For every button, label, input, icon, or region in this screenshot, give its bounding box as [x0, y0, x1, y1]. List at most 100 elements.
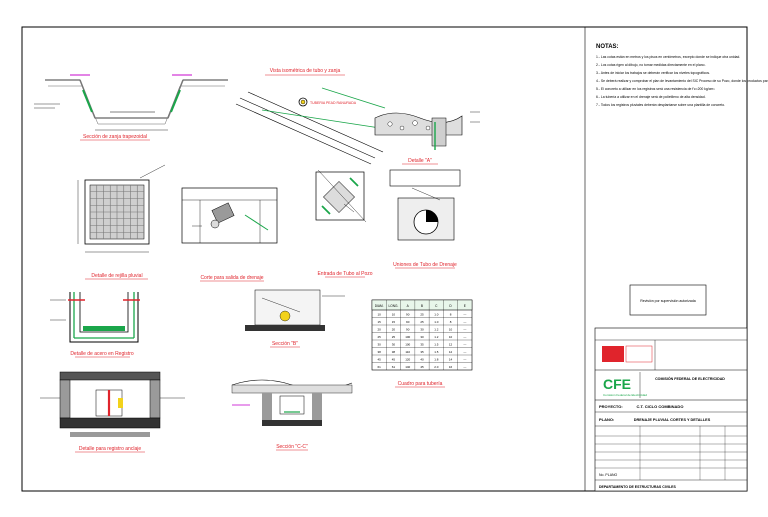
isometric-pipe-drawing: Vista isométrica de tubo y zanja TUBERIA…: [235, 68, 386, 165]
table-cell: —: [463, 335, 466, 339]
table-cell: 10: [449, 328, 453, 332]
table-header-cell: LONG.: [388, 304, 398, 308]
table-cell: 25: [420, 320, 424, 324]
table-cell: 10: [392, 313, 396, 317]
partner-logo-outline: [625, 345, 653, 363]
table-cell: 30: [392, 343, 396, 347]
table-cell: 30: [377, 343, 381, 347]
cfe-logo: CFE: [603, 376, 631, 392]
detail-a-drawing: [374, 111, 480, 150]
table-cell: 110: [405, 350, 410, 354]
registro-steel-drawing: [50, 292, 140, 343]
table-cell: —: [463, 365, 466, 369]
project-value: C.T. CICLO COMBINADO: [637, 404, 684, 409]
table-header-cell: A: [407, 304, 410, 308]
table-cell: 90: [406, 313, 410, 317]
table-cell: 120: [405, 358, 410, 362]
note-item: 4.- Se deberá realizar y comprobar el pl…: [596, 79, 768, 83]
table-cell: 100: [405, 343, 410, 347]
pipe-joint-drawing: [389, 169, 461, 241]
section-cc-drawing: [231, 379, 353, 426]
table-cell: 38: [392, 350, 396, 354]
table-cell: 1.2: [434, 328, 439, 332]
cfe-name: Comisión Federal de Electricidad: [603, 393, 647, 397]
label-vista-isometrica: Vista isométrica de tubo y zanja: [270, 68, 341, 74]
table-cell: —: [463, 343, 466, 347]
notes-list: 1.- Las cotas están en metros y los piso…: [596, 55, 768, 107]
label-seccion-cc: Sección "C-C": [276, 444, 308, 450]
table-cell: 12: [449, 350, 453, 354]
table-cell: —: [463, 328, 466, 332]
table-cell: 30: [420, 335, 424, 339]
table-cell: 1.0: [434, 313, 439, 317]
table-header-cell: C: [435, 304, 438, 308]
trench-section-drawing: [34, 74, 228, 131]
table-cell: 90: [406, 328, 410, 332]
table-cell: 100: [405, 335, 410, 339]
grate-plan-drawing: [77, 164, 166, 253]
table-cell: 20: [392, 328, 396, 332]
table-cell: 45: [377, 358, 381, 362]
table-cell: 25: [420, 313, 424, 317]
org-line: COMISIÓN FEDERAL DE ELECTRICIDAD: [655, 376, 725, 381]
table-cell: 16: [449, 365, 453, 369]
table-cell: 10: [449, 335, 453, 339]
label-union-tubos: Uniones de Tubo de Drenaje: [393, 262, 457, 268]
table-header-cell: B: [421, 304, 423, 308]
table-cell: —: [463, 358, 466, 362]
note-item: 2.- Los cotas rigen al dibujo, no tomar …: [596, 63, 706, 67]
label-rejilla: Detalle de rejilla pluvial: [91, 273, 142, 279]
label-cuadro-tabla: Cuadro para tubería: [398, 381, 443, 387]
table-cell: 1.8: [434, 358, 439, 362]
section-b-drawing: [245, 289, 345, 331]
table-cell: 30: [420, 328, 424, 332]
table-header-cell: E: [464, 304, 466, 308]
table-cell: 90: [406, 320, 410, 324]
table-cell: 35: [420, 343, 424, 347]
note-item: 5.- El concreto a utilizar en los regist…: [596, 87, 715, 91]
table-header-cell: DIAM.: [375, 304, 384, 308]
table-cell: 1.5: [434, 350, 439, 354]
table-cell: —: [463, 320, 466, 324]
table-cell: 1.5: [434, 343, 439, 347]
stamp-box: [629, 284, 707, 316]
label-acero-registro: Detalle de acero en Registro: [70, 351, 134, 357]
table-cell: 12: [449, 343, 453, 347]
plano-no-label: No. PLANO: [599, 473, 618, 477]
title-block: CFE Comisión Federal de Electricidad COM…: [594, 327, 748, 492]
grate-bars: [90, 185, 144, 239]
table-cell: 1.0: [434, 320, 439, 324]
project-label: PROYECTO:: [599, 404, 623, 409]
registro-anchor-drawing: [40, 371, 185, 437]
label-seccion-zanja: Sección de zanja trapezoidal: [83, 134, 147, 140]
stamp-text: Revisión por supervisión autorizada: [640, 299, 695, 303]
note-item: 3.- Antes de iniciar los trabajos se deb…: [596, 71, 710, 75]
table-cell: 20: [377, 328, 381, 332]
table-cell: 61: [377, 365, 381, 369]
label-corte-salida: Corte para salida de drenaje: [200, 275, 263, 281]
table-cell: 45: [420, 365, 424, 369]
table-cell: 40: [420, 358, 424, 362]
pipe-entry-drawing: [315, 169, 367, 223]
note-item: 7.- Todos los registros pluviales deberá…: [596, 103, 725, 107]
table-cell: 45: [392, 358, 396, 362]
table-cell: —: [463, 313, 466, 317]
partner-logo-red: [602, 346, 624, 362]
table-cell: 1.2: [434, 335, 439, 339]
table-header-cell: D: [449, 304, 452, 308]
notes-title: NOTAS:: [596, 44, 619, 50]
outlet-section-drawing: [181, 187, 278, 244]
note-item: 1.- Las cotas están en metros y los piso…: [596, 55, 740, 59]
plano-label: PLANO:: [599, 417, 614, 422]
label-tubo-ranurado: TUBERIA PEAD RANURADA: [310, 101, 357, 105]
table-cell: 8: [450, 313, 452, 317]
table-cell: 35: [420, 350, 424, 354]
table-cell: 140: [405, 365, 410, 369]
table-cell: 15: [377, 320, 381, 324]
table-cell: —: [463, 350, 466, 354]
table-cell: 61: [392, 365, 396, 369]
table-cell: 10: [377, 313, 381, 317]
label-detalle-a: Detalle "A": [408, 158, 432, 164]
